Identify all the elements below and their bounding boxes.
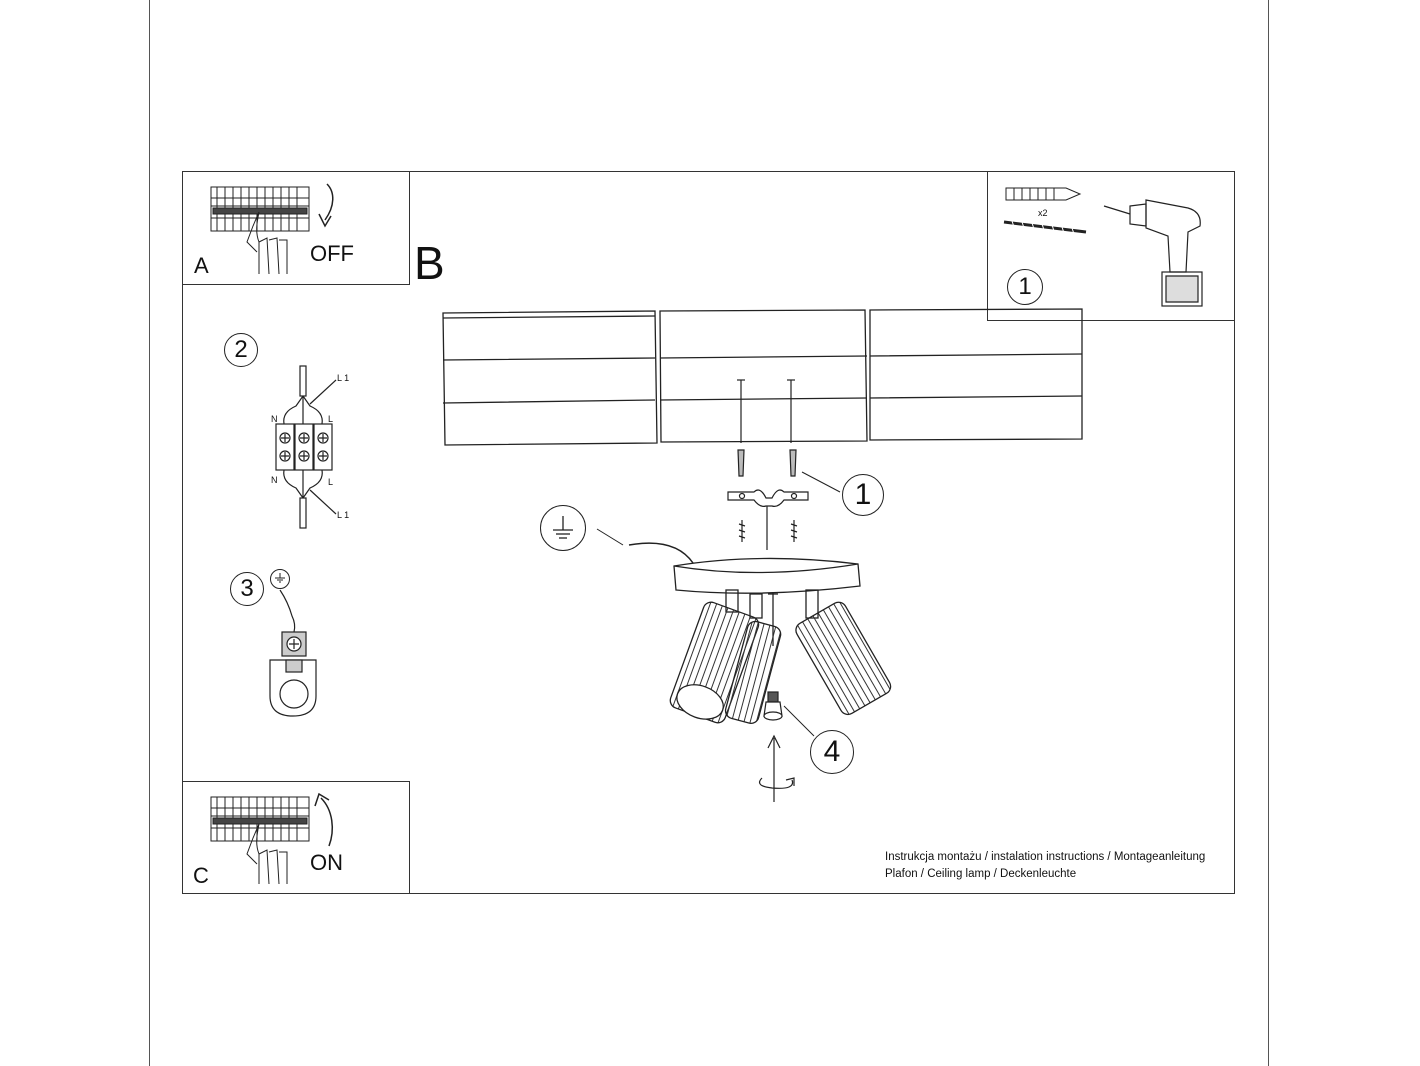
ground-symbol-small-glyph [275,573,285,583]
ground-terminal-icon [269,589,317,717]
mounting-bracket-icon [727,449,809,550]
step-4-leader [783,705,815,737]
ground-symbol-icon [540,505,586,551]
step-2-number: 2 [234,336,248,363]
switch-off-label: OFF [310,241,354,266]
step-1-leader [801,471,841,493]
ceiling-slab [442,308,1083,446]
wire-label-n-bottom: N [271,475,278,485]
instruction-sheet-frame [182,171,1235,894]
panel-b-letter: B [414,237,445,289]
page-border-right [1268,0,1269,1066]
wire-label-l-bottom: L [328,477,334,487]
panel-c-switch-on: ON C [182,781,410,894]
wire-label-n-top: N [271,414,278,424]
drill-icon [1103,199,1203,307]
panel-a-letter: A [194,253,209,278]
step-4-number: 4 [823,735,841,768]
wire-label-l1-bottom: L 1 [337,510,350,520]
switch-on-label: ON [310,850,343,875]
ground-symbol-small-icon [270,569,290,589]
ground-wire [596,528,694,564]
footer-subtitle: Plafon / Ceiling lamp / Deckenleuchte [885,868,1077,880]
rotate-arrow-icon [318,183,334,228]
ceiling-lamp-icon [669,557,892,724]
terminal-block-icon [275,365,337,529]
panel-c-letter: C [193,863,209,888]
step-1-badge: 1 [1007,269,1043,305]
hand-pressing-breaker-icon [210,186,310,275]
step-1-fixing-number: 1 [854,478,872,511]
step-4-badge: 4 [810,730,854,774]
footer-title: Instrukcja montażu / instalation instruc… [885,851,1206,863]
panel-a-switch-off: OFF A [182,171,410,285]
hand-pressing-breaker-icon [210,796,310,885]
screw-icon [1003,220,1087,235]
dowel-quantity: x2 [1038,208,1048,218]
rotate-arrow-icon [314,792,334,847]
ground-symbol-glyph [553,516,573,539]
tools-panel: x2 1 [987,171,1235,321]
page-border-left [149,0,150,1066]
twist-arrow-icon [759,734,795,802]
wire-label-l1-top: L 1 [337,373,350,383]
wall-plug-icon [1005,187,1082,201]
step-1-fixing-badge: 1 [842,474,884,516]
step-3-badge: 3 [230,572,264,606]
step-2-badge: 2 [224,333,258,367]
wire-label-l-top: L [328,414,334,424]
step-1-number: 1 [1018,273,1032,300]
bulb-icon [763,691,783,721]
step-3-number: 3 [240,575,254,602]
